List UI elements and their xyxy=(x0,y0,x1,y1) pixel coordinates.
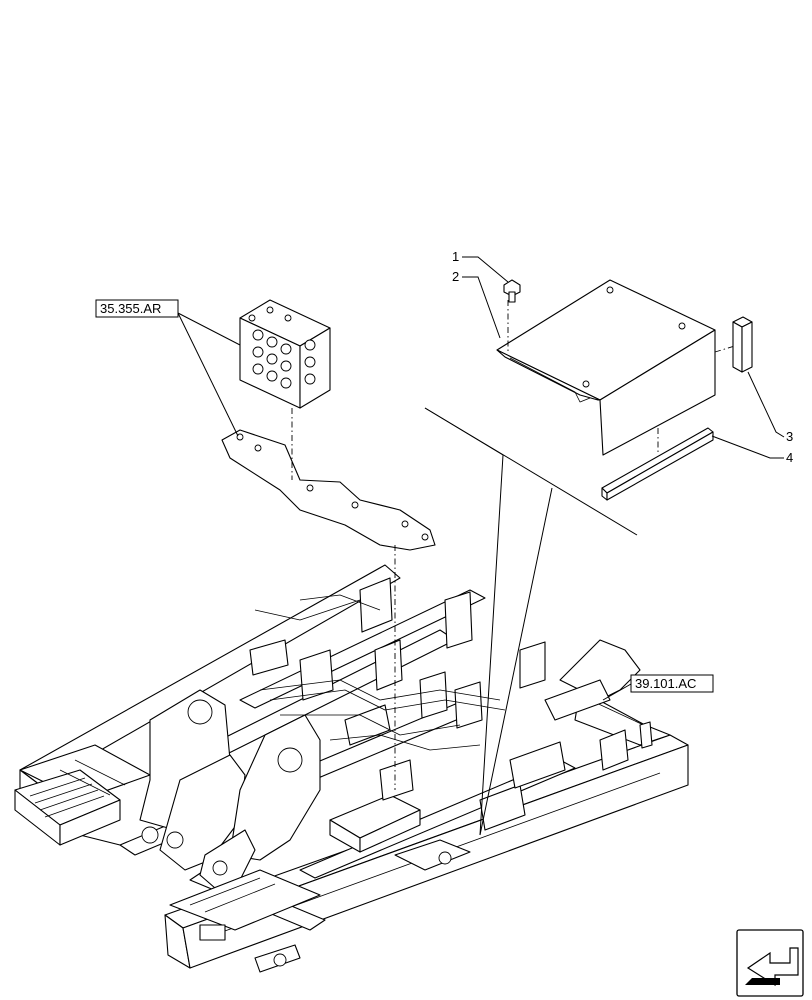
callout-3-label: 3 xyxy=(786,429,793,444)
callout-2: 2 xyxy=(452,269,501,339)
foam-pad xyxy=(732,316,753,373)
callout-4-label: 4 xyxy=(786,450,793,465)
arrow-navigation-icon[interactable] xyxy=(736,929,804,997)
seal-strip xyxy=(601,427,714,501)
cover-panel xyxy=(496,279,716,456)
callout-3: 3 xyxy=(747,371,793,444)
callout-4: 4 xyxy=(711,435,793,465)
reference-label-valve: 35.355.AR xyxy=(100,301,161,316)
upper-frame-assembly xyxy=(14,564,689,973)
valve-mounting-plate xyxy=(221,429,436,551)
bolt xyxy=(503,279,521,303)
valve-ports xyxy=(248,306,316,389)
reference-box-valve[interactable]: 35.355.AR xyxy=(95,299,179,318)
reference-box-frame[interactable]: 39.101.AC xyxy=(630,674,714,693)
valve-block xyxy=(239,299,331,409)
callout-1-label: 1 xyxy=(452,249,459,264)
reference-label-frame: 39.101.AC xyxy=(635,676,696,691)
callout-1: 1 xyxy=(452,249,509,283)
callout-2-label: 2 xyxy=(452,269,459,284)
